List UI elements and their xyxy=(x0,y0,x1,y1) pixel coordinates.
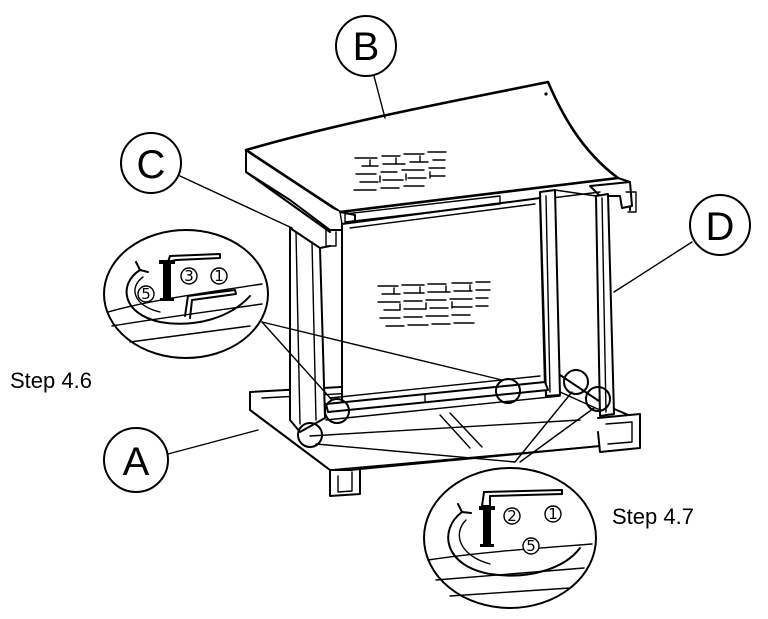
back-panel xyxy=(341,195,546,411)
screw-icon xyxy=(483,508,491,544)
connection-markers xyxy=(261,321,611,463)
label-a: A xyxy=(103,427,259,493)
rotate-arrow-icon xyxy=(125,269,251,325)
step-4-7-label: Step 4.7 xyxy=(612,504,694,529)
side-panel-c xyxy=(289,227,331,433)
bottom-rail xyxy=(325,375,561,421)
svg-text:5: 5 xyxy=(526,537,536,555)
callout-step-4-7: 2 1 5 xyxy=(423,467,597,609)
callout-left-num-2: 3 xyxy=(180,267,198,285)
svg-text:1: 1 xyxy=(214,267,224,285)
hex-key-icon xyxy=(483,489,563,497)
callout-right-num-3: 5 xyxy=(522,537,540,555)
hex-key-icon xyxy=(169,253,221,261)
label-c: C xyxy=(120,132,293,229)
side-panel-d xyxy=(539,189,615,417)
step-4-6-label: Step 4.6 xyxy=(10,368,92,393)
label-d: D xyxy=(613,194,751,293)
label-b-text: B xyxy=(353,25,380,69)
label-a-text: A xyxy=(123,440,150,484)
svg-text:1: 1 xyxy=(548,505,558,523)
callout-step-4-6: 5 3 1 xyxy=(103,229,269,359)
screw-icon xyxy=(163,262,171,298)
back-panel-texture xyxy=(377,281,491,327)
svg-text:3: 3 xyxy=(184,267,194,285)
callout-left-num-3: 1 xyxy=(210,267,228,285)
label-d-text: D xyxy=(706,205,735,249)
label-c-text: C xyxy=(137,143,166,187)
top-panel-b xyxy=(244,80,637,247)
callout-right-num-1: 2 xyxy=(503,507,521,525)
svg-text:5: 5 xyxy=(141,285,151,303)
label-b: B xyxy=(335,15,397,119)
callout-right-num-2: 1 xyxy=(544,505,562,523)
top-panel-texture xyxy=(353,151,447,191)
rotate-arrow-icon xyxy=(447,511,581,577)
svg-text:2: 2 xyxy=(507,507,517,525)
bracket-icon xyxy=(184,289,237,319)
callout-left-num-1: 5 xyxy=(137,285,155,303)
